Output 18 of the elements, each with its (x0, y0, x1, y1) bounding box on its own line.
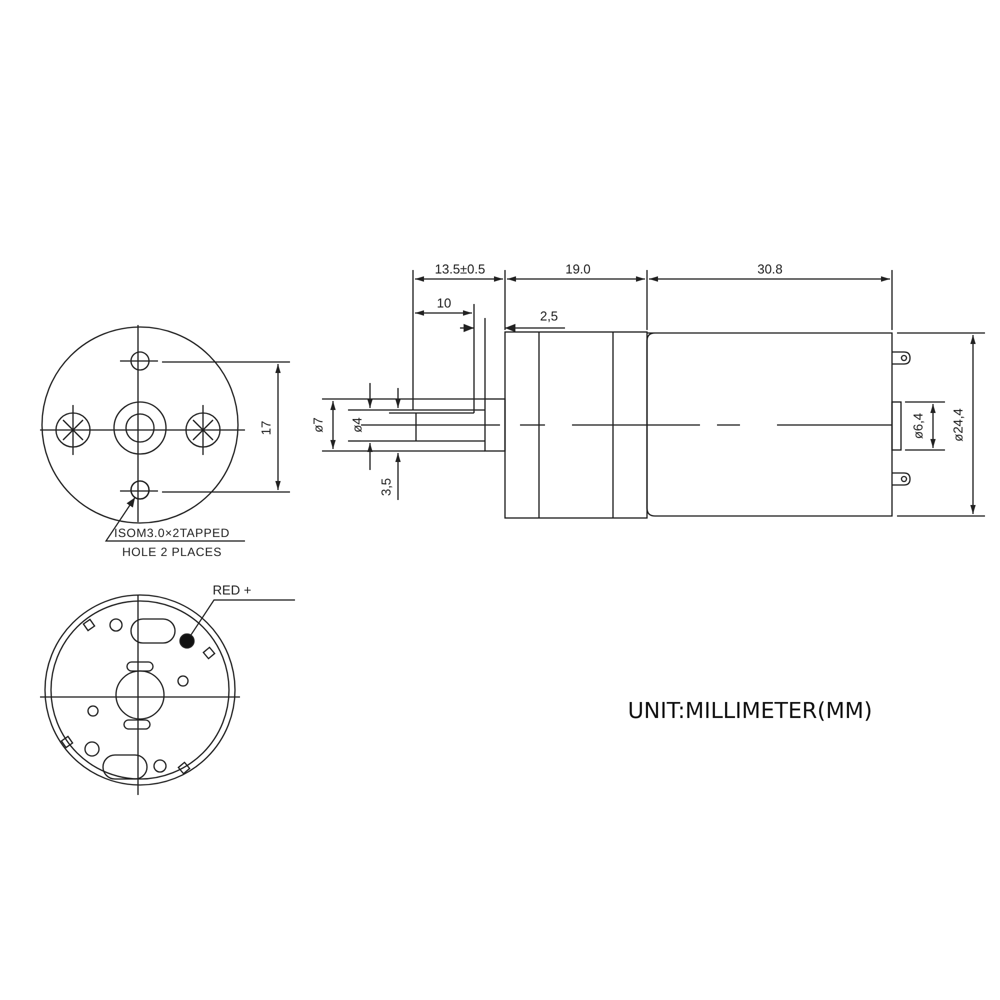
dimension-label: ø6,4 (912, 413, 924, 439)
dimension-label: 10 (436, 296, 452, 310)
unit-note: UNIT:MILLIMETER(MM) (628, 701, 872, 723)
dimension-label: 19.0 (565, 262, 591, 276)
callout-label: RED + (212, 584, 252, 596)
dimension-label: 2,5 (540, 310, 558, 322)
dimension-label: 13.5±0.5 (434, 262, 486, 276)
tapped-hole (130, 480, 150, 500)
dimension-label: ø24,4 (952, 408, 964, 442)
leader-line (104, 497, 245, 542)
dimension-label: 17 (260, 420, 272, 436)
dimension-label: 3,5 (380, 478, 392, 496)
callout-note: ISOM3.0×2TAPPED HOLE 2 PLACES (97, 524, 247, 562)
dimension-label: 30.8 (757, 262, 783, 276)
dimension-label: ø7 (312, 417, 324, 433)
terminal-dot (179, 633, 195, 649)
dimension-label: ø4 (350, 417, 364, 433)
leader-line (190, 599, 295, 636)
